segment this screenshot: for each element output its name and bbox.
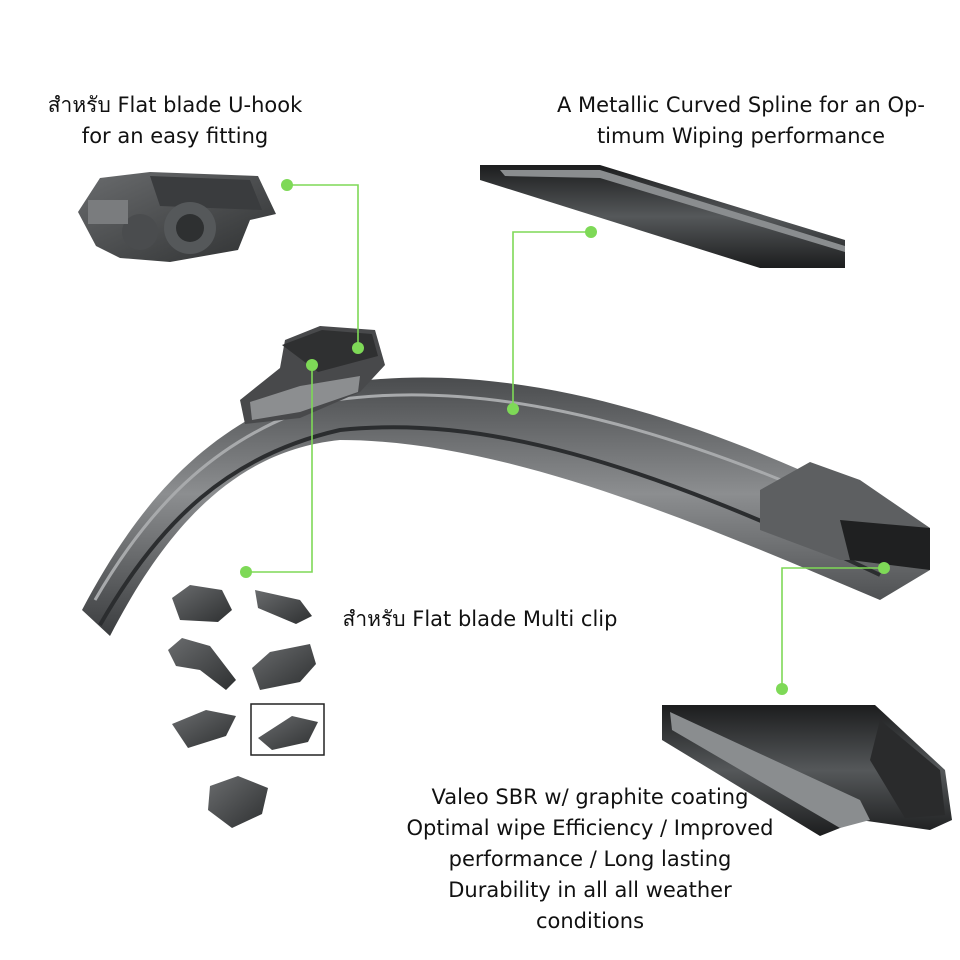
rubber-callout-line4: Durability in all all weather — [448, 878, 732, 902]
callout-leaders — [240, 179, 890, 695]
rubber-callout-line2: Optimal wipe Efficiency / Improved — [406, 816, 774, 840]
spline-callout: A Metallic Curved Spline for an Op- timu… — [545, 90, 937, 152]
rubber-callout: Valeo SBR w/ graphite coating Optimal wi… — [395, 782, 785, 937]
rubber-callout-line3: performance / Long lasting — [448, 847, 732, 871]
rubber-closeup-image — [662, 705, 952, 836]
uhook-callout: สำหรับ Flat blade U-hook for an easy fit… — [40, 90, 310, 152]
spline-callout-line2: timum Wiping performance — [596, 124, 886, 148]
uhook-adapter-image — [78, 172, 276, 262]
spline-callout-line1: A Metallic Curved Spline for an Op- — [557, 93, 925, 117]
rubber-callout-line5: conditions — [535, 909, 645, 933]
adapter-thumbnails — [168, 585, 325, 828]
rubber-callout-line1: Valeo SBR w/ graphite coating — [431, 785, 749, 809]
multiclip-callout: สำหรับ Flat blade Multi clip — [340, 604, 620, 635]
spline-closeup-image — [480, 165, 845, 268]
uhook-callout-line1: สำหรับ Flat blade U-hook — [47, 93, 303, 117]
uhook-callout-line2: for an easy fitting — [81, 124, 269, 148]
multiclip-callout-line1: สำหรับ Flat blade Multi clip — [342, 607, 618, 631]
